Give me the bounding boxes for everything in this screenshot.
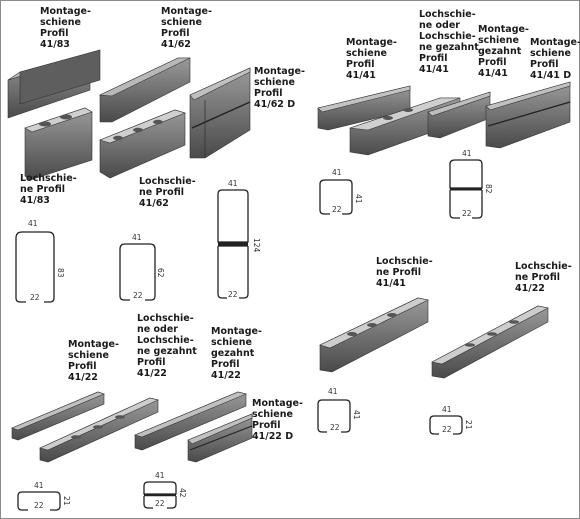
rail-gezahnt-41-22 [134, 391, 247, 451]
rail-41-22 [11, 391, 105, 441]
rail-lochschiene-41-22 [39, 397, 159, 463]
dim-22-h: 22 [34, 501, 44, 510]
label-lochschiene-41-22: Lochschie- ne Profil 41/22 [515, 261, 572, 294]
dim-41-a: 41 [28, 219, 38, 228]
rail-41-62 [98, 57, 191, 123]
dim-22-i: 22 [155, 499, 165, 508]
dim-22-c: 22 [228, 290, 238, 299]
dim-22-d: 22 [332, 205, 342, 214]
section-41-42 [143, 481, 177, 509]
dim-22-a: 22 [30, 293, 40, 302]
dim-41-b: 41 [132, 233, 142, 242]
dim-41-i: 41 [155, 471, 165, 480]
rail-gezahnt-41-41 [427, 91, 491, 139]
dim-82: 82 [484, 184, 493, 194]
section-41-21 [429, 415, 463, 435]
label-montageschiene-41-41: Montage- schiene Profil 41/41 [346, 37, 397, 81]
rail-41-41-d [485, 81, 571, 149]
label-montageschiene-41-22: Montage- schiene Profil 41/22 [68, 339, 119, 383]
rail-lochschiene-41-62 [99, 109, 186, 179]
label-lochschiene-41-41: Lochschie- ne oder Lochschie- ne gezahnt… [419, 9, 479, 75]
dim-41-g: 41 [442, 405, 452, 414]
dim-41-c: 41 [228, 179, 238, 188]
dim-41-h: 41 [354, 194, 363, 204]
section-41-22 [17, 491, 61, 511]
section-41-41 [319, 179, 353, 215]
dim-124: 124 [252, 238, 261, 253]
dim-62: 62 [156, 268, 165, 278]
section-41-124 [217, 189, 249, 299]
rail-41-41 [317, 85, 411, 131]
rail-lochschiene-41-83 [24, 107, 93, 181]
label-gezahnt-41-22: Montage- schiene gezahnt Profil 41/22 [211, 326, 262, 381]
rail-41-62-d [189, 67, 251, 159]
dim-41-e: 41 [462, 149, 472, 158]
label-montageschiene-41-62-d: Montage- schiene Profil 41/62 D [254, 66, 305, 110]
dim-22-g: 22 [442, 425, 452, 434]
label-lochschiene-gezahnt-41-22: Lochschie- ne oder Lochschie- ne gezahnt… [137, 313, 197, 379]
dim-21-a: 21 [464, 420, 473, 430]
dim-41-d: 41 [332, 168, 342, 177]
section-41-41-bottom [317, 399, 351, 433]
dim-41-h3: 41 [34, 481, 44, 490]
dim-42: 42 [178, 488, 187, 498]
dim-83: 83 [56, 268, 65, 278]
label-lochschiene-41-83: Lochschie- ne Profil 41/83 [20, 173, 77, 206]
dim-22-f: 22 [330, 423, 340, 432]
label-lochschiene-41-62: Lochschie- ne Profil 41/62 [139, 176, 196, 209]
rail-41-83 [7, 49, 101, 119]
label-gezahnt-41-41: Montage- schiene gezahnt Profil 41/41 [478, 24, 529, 79]
rail-lochschiene-41-22-bottom [431, 305, 549, 379]
dim-41-h2: 41 [352, 410, 361, 420]
section-41-82 [449, 159, 483, 219]
rail-41-22-d [187, 413, 253, 463]
label-montageschiene-41-41-d: Montage- schiene Profil 41/41 D [530, 37, 580, 81]
label-montageschiene-41-83: Montage- schiene Profil 41/83 [40, 6, 91, 50]
label-montageschiene-41-62: Montage- schiene Profil 41/62 [161, 6, 212, 50]
section-41-83 [15, 231, 55, 303]
dim-22-e: 22 [462, 209, 472, 218]
label-lochschiene-41-41-bottom: Lochschie- ne Profil 41/41 [376, 256, 433, 289]
section-41-62 [119, 243, 156, 301]
dim-21-b: 21 [62, 496, 71, 506]
dim-41-f: 41 [328, 387, 338, 396]
dim-22-b: 22 [133, 291, 143, 300]
rail-lochschiene-41-41-bottom [319, 297, 429, 373]
label-montageschiene-41-22-d: Montage- schiene Profil 41/22 D [252, 398, 303, 442]
